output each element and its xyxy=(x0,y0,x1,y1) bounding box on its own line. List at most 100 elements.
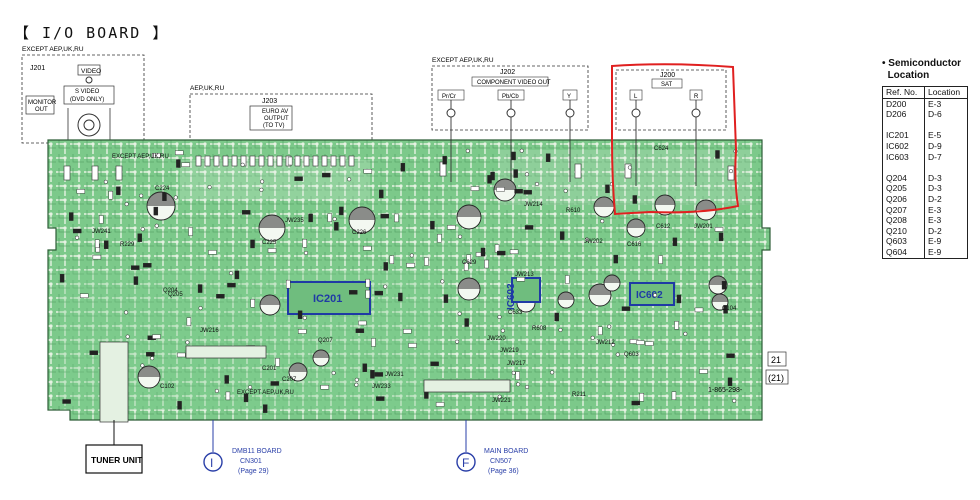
smd-part xyxy=(297,310,303,319)
smd-part xyxy=(636,340,645,345)
smd-part xyxy=(275,358,280,367)
smd-part xyxy=(726,353,735,358)
legend-location: D-7 xyxy=(923,151,968,163)
smd-part xyxy=(639,393,645,402)
label-jw219: JW219 xyxy=(500,348,519,354)
legend-heading-1: Semiconductor xyxy=(888,58,962,69)
label-q207: Q207 xyxy=(318,338,333,344)
label-euro-1: EURO AV xyxy=(262,109,288,115)
smd-part xyxy=(496,187,505,192)
smd-part xyxy=(267,248,277,253)
connector-pin xyxy=(348,155,355,167)
via xyxy=(198,306,203,311)
smd-part xyxy=(108,190,113,200)
label-svideo-2: (DVD ONLY) xyxy=(70,97,104,103)
connector-pin xyxy=(204,155,211,167)
smd-part xyxy=(262,404,268,413)
capacitor-polarity xyxy=(627,219,645,228)
via xyxy=(440,279,445,284)
label-main-1: MAIN BOARD xyxy=(484,448,528,455)
smd-part xyxy=(394,213,399,223)
smd-part xyxy=(447,225,456,230)
smd-part xyxy=(694,307,704,313)
label-c225: C225 xyxy=(262,240,277,246)
connector-pin xyxy=(276,155,283,167)
label-jw220: JW220 xyxy=(487,336,506,342)
label-component: COMPONENT VIDEO OUT xyxy=(477,80,551,86)
label-r: R xyxy=(694,94,699,100)
legend-ref xyxy=(883,162,925,173)
smd-part xyxy=(287,156,293,166)
via xyxy=(75,235,80,240)
label-y: Y xyxy=(567,94,571,100)
legend-ref xyxy=(883,120,925,131)
smd-part xyxy=(430,361,439,367)
smd-part xyxy=(349,290,358,295)
smd-part xyxy=(721,280,727,290)
legend-col-ref: Ref. No. xyxy=(882,86,925,99)
label-euro-2: OUTPUT xyxy=(264,116,289,122)
smd-part xyxy=(143,263,152,268)
smd-part xyxy=(327,213,333,222)
smd-part xyxy=(224,375,229,384)
capacitor-polarity xyxy=(458,278,480,289)
smd-part xyxy=(559,231,565,240)
connector-pin xyxy=(321,155,328,167)
label-jw216: JW216 xyxy=(200,328,219,334)
smd-part xyxy=(545,153,551,162)
smd-part xyxy=(484,259,489,269)
smd-part xyxy=(424,257,429,266)
smd-part xyxy=(509,249,519,255)
legend-col-loc: Location xyxy=(923,86,968,99)
label-except-2: EXCEPT AEP,UK,RU xyxy=(432,57,494,64)
legend-location: E-3 xyxy=(923,215,968,226)
via xyxy=(458,234,463,239)
smd-part xyxy=(516,277,525,282)
capacitor-polarity xyxy=(147,192,175,206)
smd-part xyxy=(152,334,161,339)
j200-area: J200 SAT L R xyxy=(615,69,727,131)
connector-pin xyxy=(312,155,319,167)
legend-ref: D200 xyxy=(886,98,907,109)
smd-part xyxy=(523,190,532,195)
capacitor-polarity xyxy=(313,350,329,358)
smd-part xyxy=(116,186,121,195)
via xyxy=(140,227,145,232)
connector-pin xyxy=(249,155,256,167)
label-c616: C616 xyxy=(627,242,642,248)
connector-pin xyxy=(195,155,202,167)
smd-part xyxy=(302,239,307,248)
via xyxy=(465,148,470,153)
capacitor-polarity xyxy=(457,205,481,217)
legend-location xyxy=(923,119,968,131)
label-jw202: JW202 xyxy=(584,239,603,245)
via xyxy=(611,342,616,347)
via xyxy=(627,165,632,170)
via xyxy=(600,219,605,224)
via xyxy=(124,202,129,207)
jack-terminal xyxy=(624,163,632,179)
label-sat: SAT xyxy=(661,82,673,88)
smd-part xyxy=(714,227,724,232)
smd-part xyxy=(672,237,678,247)
via xyxy=(125,334,130,339)
smd-part xyxy=(186,317,192,326)
legend-location: E-9 xyxy=(923,236,968,247)
via xyxy=(590,335,595,340)
smd-part xyxy=(515,371,520,380)
legend-row xyxy=(883,119,968,131)
smd-part xyxy=(294,176,303,181)
smd-part xyxy=(131,265,140,270)
smd-part xyxy=(225,391,231,401)
via xyxy=(524,172,529,177)
label-ic201: IC201 xyxy=(313,293,342,305)
connector-pin xyxy=(339,155,346,167)
smd-part xyxy=(181,162,190,167)
smd-part xyxy=(398,292,403,302)
smd-part xyxy=(197,284,203,293)
j202-area: EXCEPT AEP,UK,RU J202 COMPONENT VIDEO OU… xyxy=(431,57,589,131)
